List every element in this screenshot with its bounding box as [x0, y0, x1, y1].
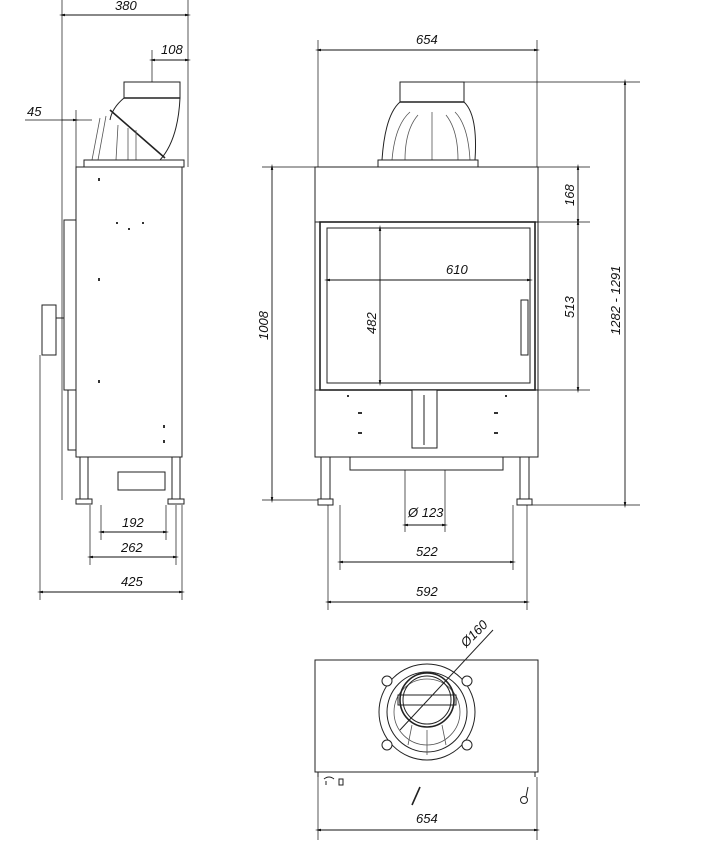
top-flue-collar — [378, 663, 476, 761]
front-view: 654 168 513 1282 - 1291 1008 610 482 Ø 1… — [256, 32, 640, 610]
side-body — [75, 166, 183, 458]
front-rivets — [347, 395, 507, 434]
dim-168: 168 — [562, 184, 577, 206]
dim-air-inlet: Ø 123 — [407, 505, 444, 520]
dim-flue-diameter: Ø160 — [457, 616, 491, 650]
top-view: Ø160 654 — [314, 616, 541, 840]
dim-522: 522 — [416, 544, 438, 559]
dim-1008: 1008 — [256, 310, 271, 340]
side-handle — [41, 304, 57, 356]
dim-654-top: 654 — [416, 811, 438, 826]
dim-610: 610 — [446, 262, 468, 277]
side-rivets — [98, 178, 165, 443]
side-legs — [75, 456, 185, 505]
dim-654-front: 654 — [416, 32, 438, 47]
door-handle — [520, 299, 529, 356]
front-legs — [317, 456, 533, 506]
dim-513: 513 — [562, 296, 577, 318]
side-flue-elbow — [83, 81, 185, 168]
dim-482: 482 — [364, 312, 379, 334]
side-view: 380 108 45 192 262 425 — [25, 0, 192, 600]
dim-1282-1291: 1282 - 1291 — [608, 266, 623, 335]
glass — [326, 227, 531, 384]
dim-262: 262 — [120, 540, 143, 555]
side-front-frame — [63, 219, 77, 391]
control-symbols — [323, 776, 344, 786]
control-lever — [411, 786, 421, 806]
top-body — [314, 659, 539, 773]
dim-425: 425 — [121, 574, 143, 589]
dim-108: 108 — [161, 42, 183, 57]
flue-leader — [399, 629, 494, 731]
front-flue-collar — [377, 81, 479, 168]
dim-45: 45 — [27, 104, 42, 119]
dim-380: 380 — [115, 0, 137, 13]
dim-592: 592 — [416, 584, 438, 599]
dim-192: 192 — [122, 515, 144, 530]
